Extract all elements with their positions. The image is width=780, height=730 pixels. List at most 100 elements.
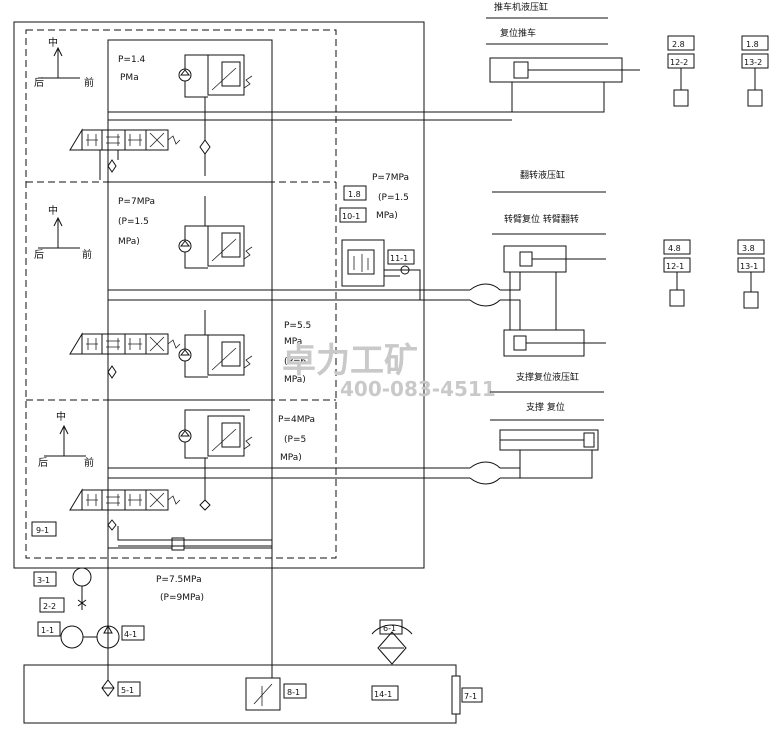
pressure-label: (P=1.5 bbox=[118, 217, 149, 227]
pressure-gauge-icon bbox=[72, 567, 92, 587]
check-valve-icon bbox=[107, 365, 117, 379]
cylinder-group-heading: 翻转液压缸 bbox=[520, 169, 565, 181]
relief-block-2 bbox=[107, 181, 273, 401]
motor-icon bbox=[60, 625, 84, 649]
pos-mid-label: 中 bbox=[48, 36, 58, 49]
direction-axis-icon bbox=[38, 216, 80, 249]
tag-box bbox=[741, 35, 769, 51]
component-tag: 3.8 bbox=[742, 244, 755, 253]
tag-box bbox=[39, 597, 65, 613]
pos-front-label: 前 bbox=[82, 248, 92, 261]
tag-box bbox=[343, 185, 367, 201]
cylinder-action-heading: 复位推车 bbox=[500, 27, 536, 39]
tag-box bbox=[663, 239, 691, 255]
tag-box bbox=[737, 239, 765, 255]
pos-front-label: 前 bbox=[84, 76, 94, 89]
relief-valve-icon bbox=[178, 310, 253, 378]
support-cylinder-icon bbox=[499, 429, 599, 479]
tag-box bbox=[31, 521, 57, 537]
main-pressure-label: P=7.5MPa bbox=[156, 575, 202, 585]
pressure-label: MPa) bbox=[376, 211, 398, 221]
tag-box bbox=[387, 249, 415, 265]
component-tag: 11-1 bbox=[390, 254, 408, 263]
component-tag: 4-1 bbox=[124, 630, 137, 639]
component-tag: 1-1 bbox=[41, 626, 54, 635]
direction-axis-icon bbox=[38, 46, 80, 79]
pressure-label: MPa) bbox=[284, 375, 306, 385]
component-tag: 6-1 bbox=[383, 624, 396, 633]
pos-mid-label: 中 bbox=[56, 410, 66, 423]
relief-valve-icon bbox=[178, 54, 253, 98]
component-tag: 13-1 bbox=[740, 262, 758, 271]
component-tag: 12-1 bbox=[666, 262, 684, 271]
throttle-valve-icon bbox=[171, 537, 185, 551]
tag-box bbox=[339, 207, 367, 223]
check-valve-icon bbox=[199, 499, 211, 511]
cylinder-group-heading: 推车机液压缸 bbox=[494, 1, 548, 13]
pressure-label: (P=6 bbox=[284, 357, 306, 367]
pressure-label: MPa) bbox=[280, 453, 302, 463]
pressure-label: PMa bbox=[120, 73, 139, 83]
check-valve-icon bbox=[107, 519, 117, 531]
push-cylinder-icon bbox=[420, 57, 640, 121]
tag-box bbox=[667, 35, 695, 51]
watermark-brand: 卓力工矿 bbox=[282, 341, 418, 381]
pressure-label: P=1.4 bbox=[118, 55, 146, 65]
component-tag: 7-1 bbox=[464, 692, 477, 701]
component-tag: 12-2 bbox=[670, 58, 688, 67]
directional-valve-icon bbox=[69, 488, 181, 511]
component-tag: 1.8 bbox=[746, 40, 759, 49]
component-tag: 9-1 bbox=[36, 526, 49, 535]
component-tag: 2.8 bbox=[672, 40, 685, 49]
component-tag: 5-1 bbox=[121, 686, 134, 695]
pos-front-label: 前 bbox=[84, 456, 94, 469]
pressure-label: MPa bbox=[284, 337, 302, 347]
directional-valve-icon bbox=[69, 128, 181, 151]
hose-loop bbox=[469, 283, 501, 307]
component-tag: 13-2 bbox=[744, 58, 762, 67]
component-tag: 4.8 bbox=[668, 244, 681, 253]
pressure-label: P=4MPa bbox=[278, 415, 315, 425]
pressure-label: (P=1.5 bbox=[378, 193, 409, 203]
check-valve-icon bbox=[199, 139, 211, 155]
cylinder-group-heading: 支撑复位液压缸 bbox=[516, 371, 579, 383]
component-tag: 1.8 bbox=[348, 190, 361, 199]
tag-box bbox=[117, 681, 141, 697]
tag-box bbox=[371, 685, 399, 701]
pos-rear-label: 后 bbox=[38, 457, 48, 469]
component-tag: 14-1 bbox=[374, 690, 392, 699]
component-tag: 8-1 bbox=[287, 688, 300, 697]
air-filter-icon bbox=[377, 631, 407, 665]
level-gauge-icon bbox=[451, 675, 461, 715]
pressure-label: P=7MPa bbox=[118, 197, 155, 207]
component-tag: 10-1 bbox=[342, 212, 360, 221]
valve-block-outer-frame bbox=[13, 21, 425, 569]
watermark-phone: 400-083-4511 bbox=[340, 377, 496, 401]
relief-valve-icon bbox=[178, 409, 253, 459]
tag-box bbox=[33, 571, 57, 587]
filter-icon bbox=[101, 679, 115, 697]
pos-rear-label: 后 bbox=[34, 77, 44, 89]
pressure-label: (P=5 bbox=[284, 435, 306, 445]
pos-rear-label: 后 bbox=[34, 249, 44, 261]
component-tag: 2-2 bbox=[43, 602, 56, 611]
main-pressure-label: (P=9MPa) bbox=[160, 593, 204, 603]
cylinder-action-heading: 转臂复位 转臂翻转 bbox=[504, 213, 579, 225]
pressure-label: P=5.5 bbox=[284, 321, 311, 331]
pressure-switch-icon bbox=[341, 239, 385, 287]
dump-cylinder-upper-icon bbox=[503, 245, 606, 273]
hose-loop bbox=[469, 461, 501, 485]
limit-switch-icon bbox=[743, 291, 759, 309]
pressure-label: P=7MPa bbox=[372, 173, 409, 183]
direction-axis-icon bbox=[44, 424, 86, 457]
cylinder-action-heading: 支撑 复位 bbox=[526, 401, 565, 413]
limit-switch-icon bbox=[673, 89, 689, 107]
check-valve-icon bbox=[107, 159, 117, 173]
directional-valve-icon bbox=[69, 332, 181, 355]
limit-switch-icon bbox=[747, 89, 763, 107]
pressure-label: MPa) bbox=[118, 237, 140, 247]
valve-block-dashed-frame bbox=[25, 29, 337, 559]
tag-box bbox=[37, 621, 61, 637]
tag-box bbox=[121, 625, 145, 641]
